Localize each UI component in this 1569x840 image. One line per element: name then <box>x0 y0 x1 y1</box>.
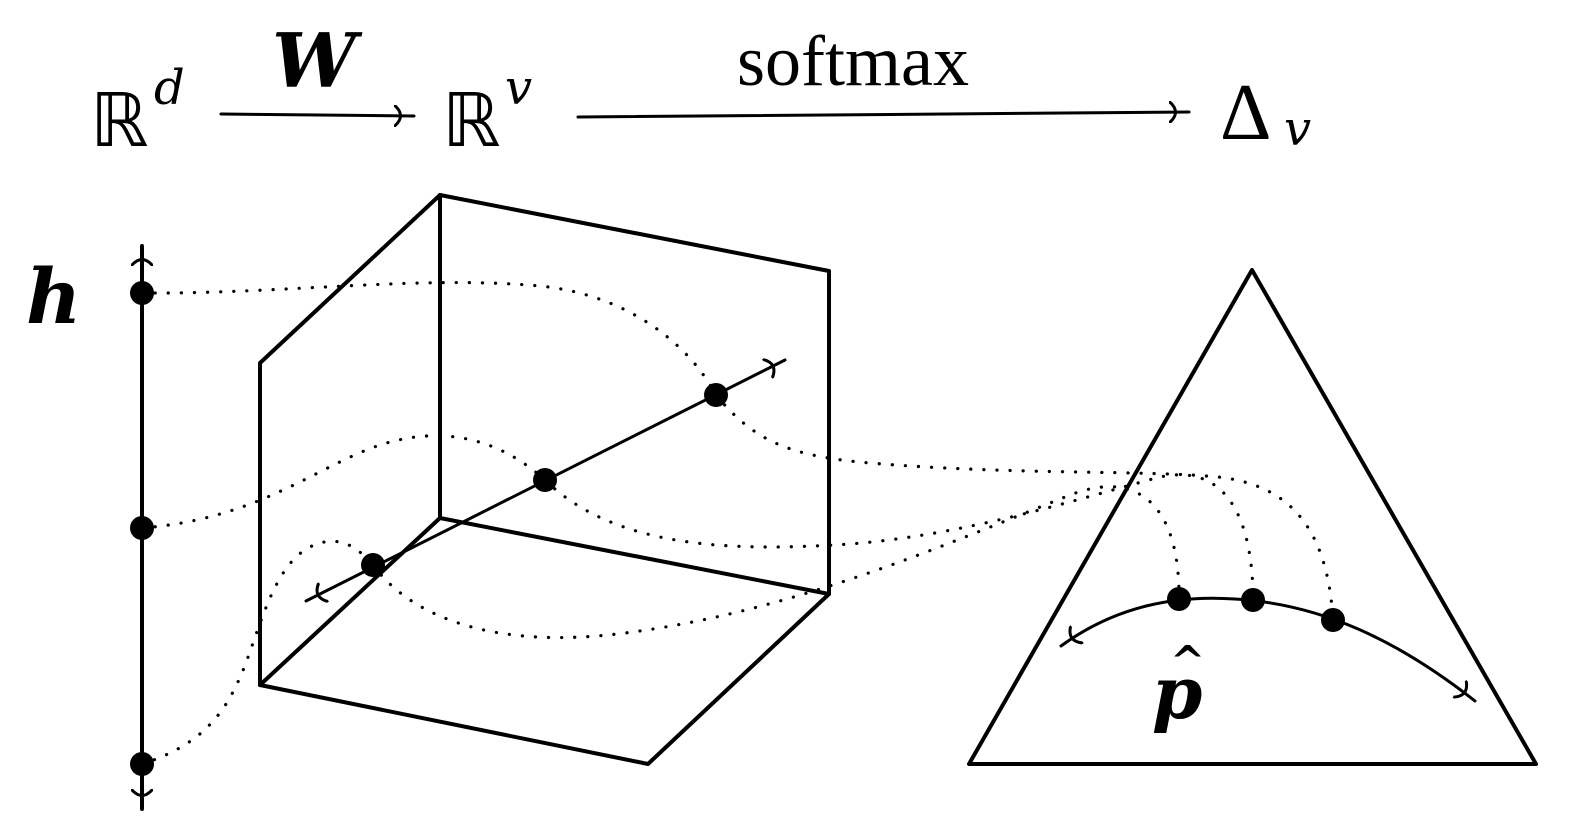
mapping-dotted-curves <box>140 280 1335 766</box>
probability-simplex-symbol: Δ <box>1220 69 1271 157</box>
cube-left-face-outline <box>258 193 442 687</box>
top-hidden-to-upper-logit-curve <box>140 280 718 397</box>
cube-back-face-outline <box>438 193 831 596</box>
weight-matrix-symbol: W <box>272 17 363 105</box>
softmax-label: softmax <box>737 21 969 101</box>
simplex-subscript: v <box>1284 101 1311 157</box>
hidden-vector-label: h <box>26 252 81 341</box>
hidden-vector-axis: h <box>26 244 154 811</box>
simplex-triangle-outline <box>967 268 1538 766</box>
input-real-space-symbol: ℝ <box>90 78 149 164</box>
cube-inner-floor-edge <box>258 516 442 687</box>
hidden-dimension-superscript: v <box>505 60 532 116</box>
weight-map-arrow <box>219 114 416 116</box>
cube-floor-outline <box>258 592 831 766</box>
bottom-hidden-to-lower-logit-curve <box>140 539 375 766</box>
middle-hidden-to-middle-logit-curve <box>140 434 547 530</box>
top-mapping-equation: ℝ d W ℝ v softmax Δ v <box>90 17 1311 164</box>
middle-logit-to-simplex-curve <box>543 473 1255 602</box>
hidden-real-space-symbol: ℝ <box>442 78 501 164</box>
probability-point-left <box>1167 587 1191 611</box>
probability-curve-arrow <box>1059 596 1477 703</box>
probability-simplex-triangle: ^ p <box>967 268 1538 766</box>
probability-vector-label: p <box>1152 650 1202 735</box>
upper-logit-to-simplex-curve <box>714 393 1335 622</box>
softmax-map-arrow <box>576 112 1191 117</box>
probability-point-middle <box>1241 588 1265 612</box>
probability-vector-hat: ^ <box>1170 637 1205 686</box>
input-dimension-superscript: d <box>154 60 185 116</box>
lower-logit-to-simplex-curve <box>371 485 1181 640</box>
probability-point-right <box>1321 608 1345 632</box>
